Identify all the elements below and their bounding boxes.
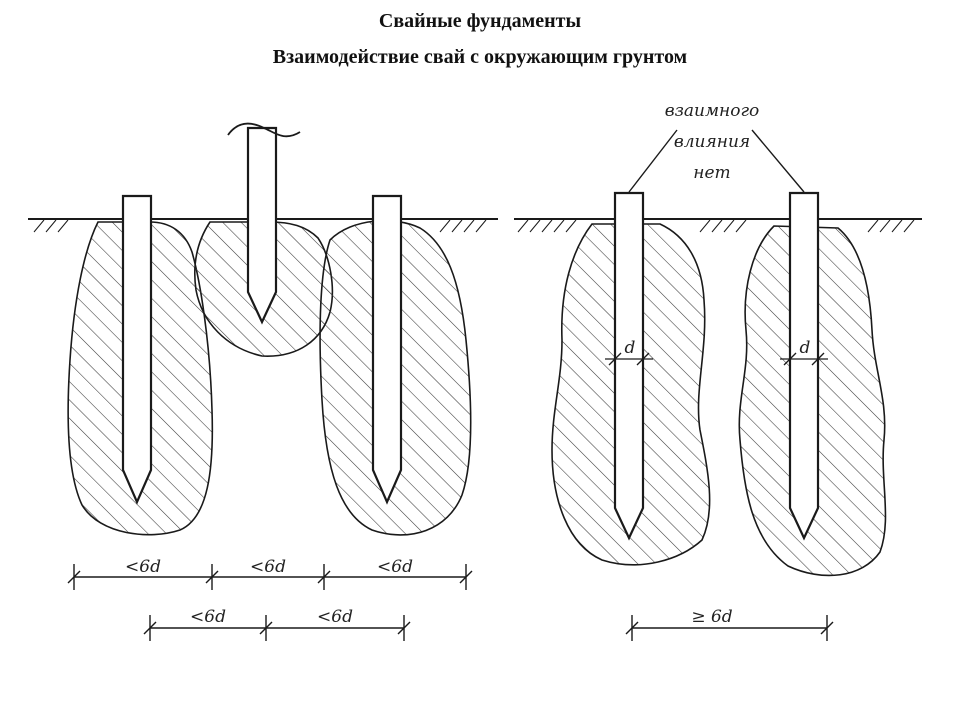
dimension-label-top-3: <6d xyxy=(377,557,413,577)
annotation-line-3: нет xyxy=(693,163,730,183)
dimension-row-right xyxy=(625,615,834,641)
annotation-leaders xyxy=(628,129,805,193)
annotation-line-2: влияния xyxy=(674,132,750,152)
dimension-label-bottom-2: <6d xyxy=(317,607,353,627)
pile-4 xyxy=(613,191,645,541)
pile-2-break-line xyxy=(227,122,301,138)
dimension-label-top-2: <6d xyxy=(250,557,286,577)
annotation-line-1: взаимного xyxy=(665,101,760,121)
pile-width-marker-2 xyxy=(780,352,828,366)
pile-width-marker-1 xyxy=(605,352,653,366)
left-ground-ticks xyxy=(33,219,487,233)
dimension-row-top xyxy=(67,564,473,590)
pile-3 xyxy=(371,194,403,505)
left-diagram: <6d <6d <6d <6d <6d xyxy=(28,122,498,641)
page-subtitle: Взаимодействие свай с окружающим грунтом xyxy=(272,46,688,68)
dimension-label-top-1: <6d xyxy=(125,557,161,577)
dimension-label-bottom-1: <6d xyxy=(190,607,226,627)
right-diagram: взаимного влияния нет d d xyxy=(514,101,922,641)
spacing-label: ≥ 6d xyxy=(691,607,732,627)
pile-2 xyxy=(246,126,278,325)
right-ground-ticks xyxy=(517,219,915,233)
page-title: Свайные фундаменты xyxy=(378,10,582,32)
dimension-row-bottom xyxy=(143,615,411,641)
pile-width-label-2: d xyxy=(800,338,811,358)
pile-1 xyxy=(121,194,153,505)
pile-5 xyxy=(788,191,820,541)
pile-width-label-1: d xyxy=(625,338,636,358)
